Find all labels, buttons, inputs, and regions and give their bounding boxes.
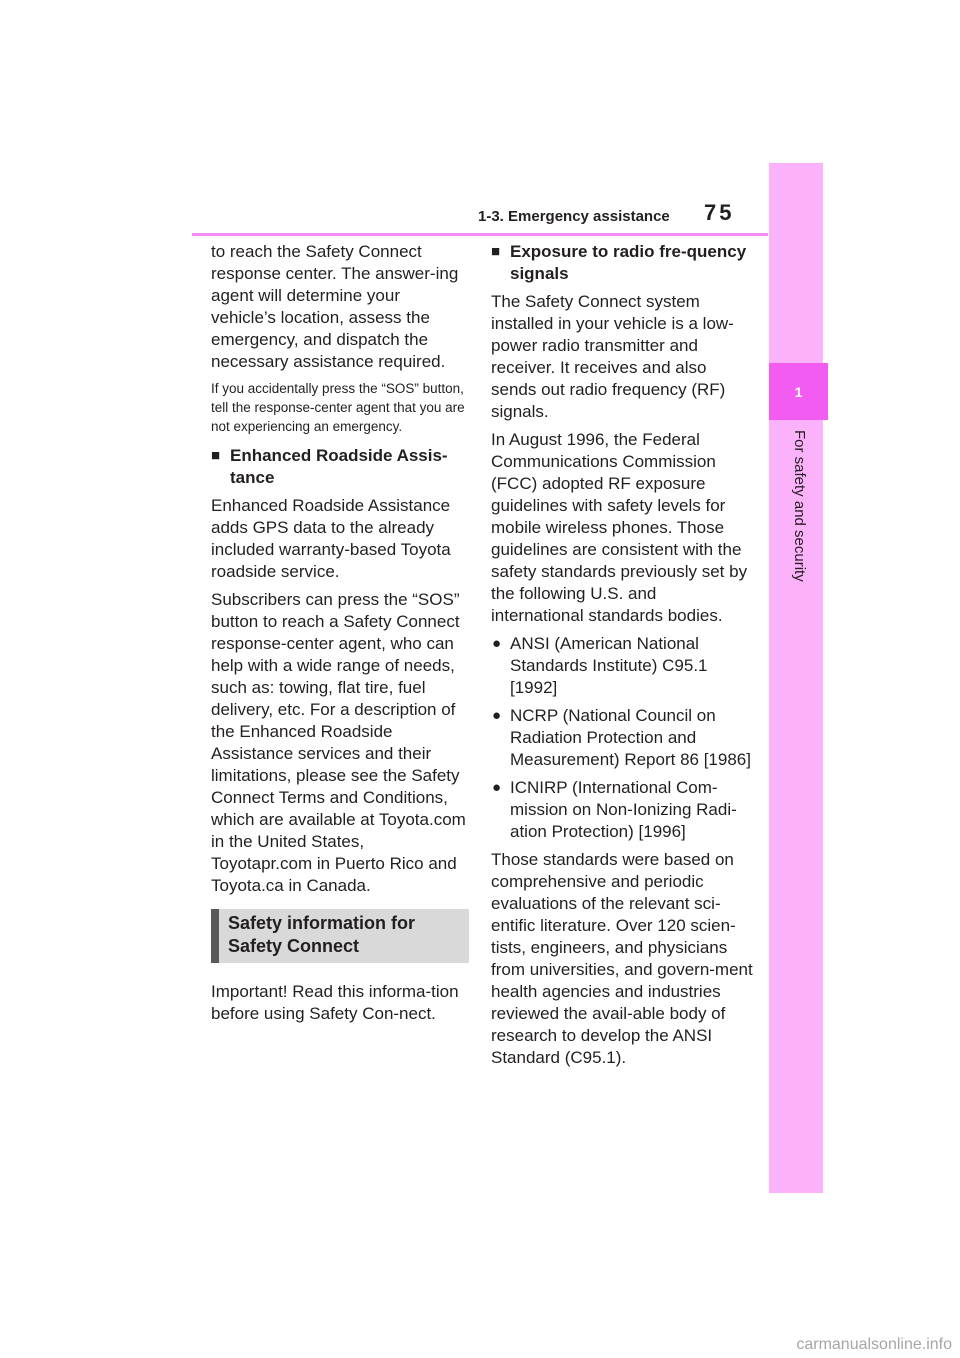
paragraph: to reach the Safety Connect response cen… [211, 242, 459, 371]
square-bullet-icon: ■ [491, 243, 501, 260]
list-item: ● NCRP (National Council on Radiation Pr… [491, 705, 753, 771]
round-bullet-icon: ● [492, 779, 502, 796]
paragraph: Those standards were based on comprehens… [491, 850, 753, 1067]
list-item-text: ANSI (American National Standards Instit… [510, 634, 708, 697]
list-item: ● ANSI (American National Standards Inst… [491, 633, 753, 699]
subheading-text: Exposure to radio fre-quency signals [510, 242, 747, 283]
chapter-label: For safety and security [791, 430, 808, 582]
chapter-number-tab: 1 [769, 363, 828, 420]
chapter-side-tab [769, 163, 823, 1193]
page-number: 75 [704, 200, 735, 225]
list-item-text: ICNIRP (International Com-mission on Non… [510, 778, 737, 841]
subheading-enhanced-roadside: ■ Enhanced Roadside Assis-tance [211, 445, 469, 489]
square-bullet-icon: ■ [211, 447, 221, 464]
list-item: ● ICNIRP (International Com-mission on N… [491, 777, 753, 843]
header-rule [192, 233, 768, 236]
right-column: ■ Exposure to radio fre-quency signals T… [491, 241, 753, 1075]
watermark: carmanualsonline.info [796, 1336, 952, 1353]
paragraph: Enhanced Roadside Assistance adds GPS da… [211, 496, 451, 581]
subheading-text: Enhanced Roadside Assis-tance [230, 446, 448, 487]
section-title-box: Safety information for Safety Connect [211, 909, 469, 963]
list-item-text: NCRP (National Council on Radiation Prot… [510, 706, 751, 769]
paragraph: The Safety Connect system installed in y… [491, 292, 734, 421]
round-bullet-icon: ● [492, 707, 502, 724]
round-bullet-icon: ● [492, 635, 502, 652]
subheading-radio-exposure: ■ Exposure to radio fre-quency signals [491, 241, 753, 285]
paragraph: In August 1996, the Federal Communicatio… [491, 430, 748, 625]
note-text: If you accidentally press the “SOS” butt… [211, 381, 465, 434]
running-header-title: 1-3. Emergency assistance [478, 208, 670, 225]
paragraph: Important! Read this informa-tion before… [211, 982, 459, 1023]
left-column: to reach the Safety Connect response cen… [211, 241, 469, 1031]
paragraph: Subscribers can press the “SOS” button t… [211, 590, 466, 895]
